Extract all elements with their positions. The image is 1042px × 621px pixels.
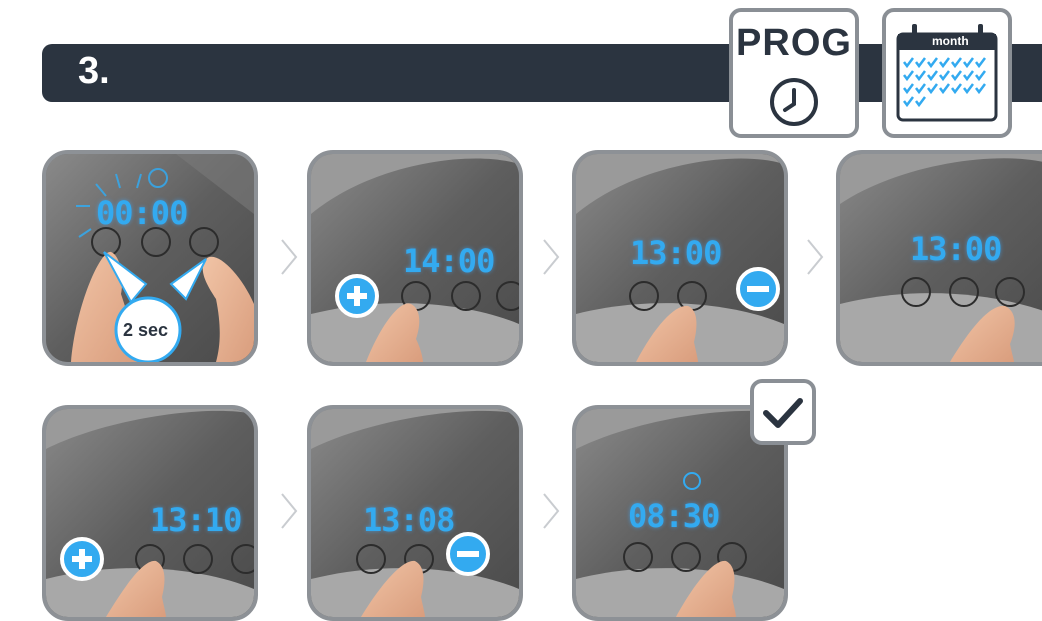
next-chevron-icon: [806, 238, 824, 276]
panel-3-display: 13:00: [630, 234, 721, 272]
panel-4: 13:00: [836, 150, 1042, 366]
next-chevron-icon: [280, 238, 298, 276]
step-number: 3.: [78, 50, 110, 93]
panel-4-display: 13:00: [910, 230, 1001, 268]
next-chevron-icon: [542, 492, 560, 530]
calendar-check-icon: [886, 12, 1008, 134]
checkmark-icon: [754, 383, 812, 441]
panel-6-display: 13:08: [363, 501, 454, 539]
panel-2-display: 14:00: [403, 242, 494, 280]
calendar-month-label: month: [932, 34, 969, 48]
clock-icon: [733, 12, 855, 134]
panel-5-display: 13:10: [150, 501, 241, 539]
panel-3: 13:00: [572, 150, 788, 366]
next-chevron-icon: [542, 238, 560, 276]
panel-1: 00:00 2 sec: [42, 150, 258, 366]
panel-2: 14:00: [307, 150, 523, 366]
panel-6: 13:08: [307, 405, 523, 621]
panel-1-display: 00:00: [96, 194, 187, 232]
panel-5: 13:10: [42, 405, 258, 621]
hold-duration-label: 2 sec: [123, 320, 168, 341]
confirm-badge: [750, 379, 816, 445]
panel-7-display: 08:30: [628, 497, 719, 535]
prog-badge: PROG: [729, 8, 859, 138]
calendar-badge: month: [882, 8, 1012, 138]
next-chevron-icon: [280, 492, 298, 530]
